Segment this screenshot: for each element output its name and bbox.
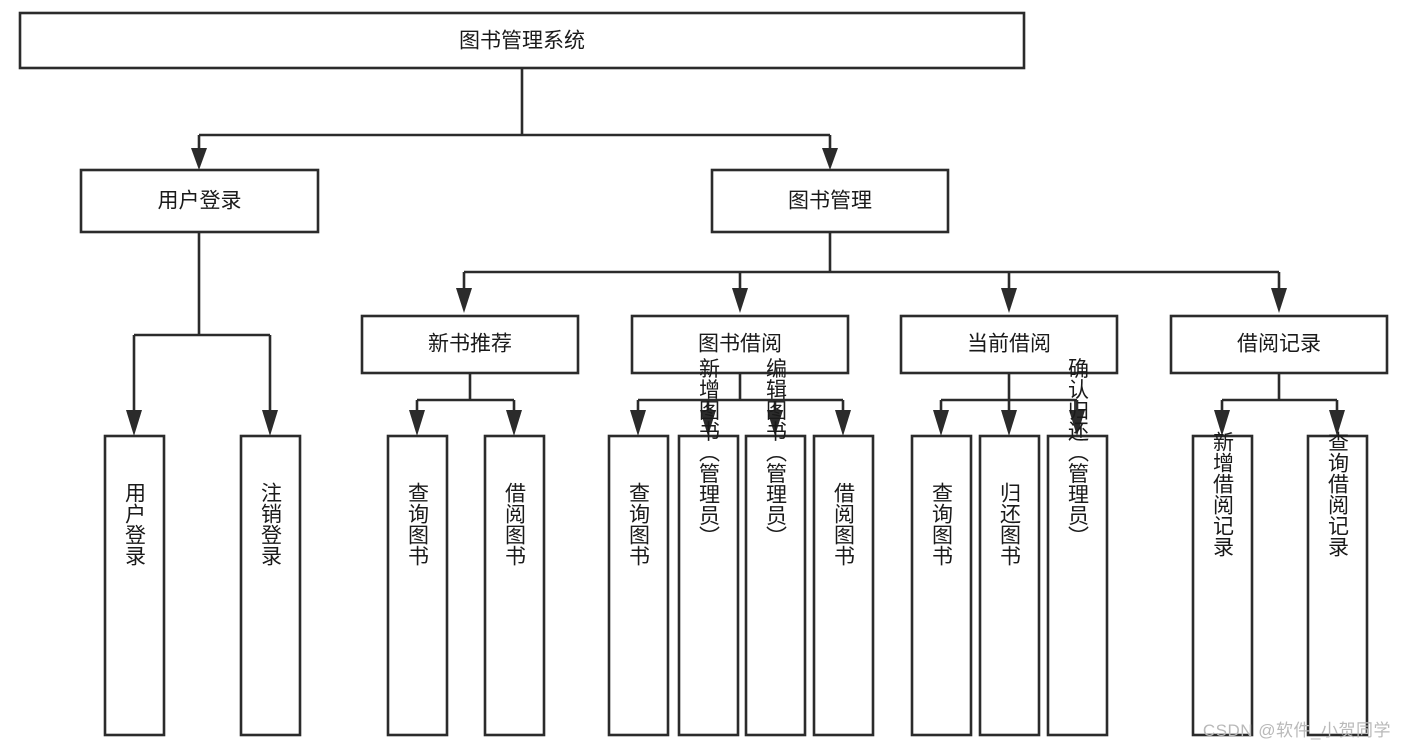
node-leaf-query-book-3-label: 查询图书 <box>930 482 954 566</box>
node-book-borrow-box[interactable] <box>630 314 850 375</box>
connectors-borrow-record-to-leaves <box>1214 373 1345 436</box>
node-leaf-edit-book-label: 编辑图书（管理员） <box>764 358 788 547</box>
node-leaf-query-book-1-box[interactable] <box>386 434 449 737</box>
node-leaf-query-book-1[interactable]: 查询图书 <box>386 434 449 737</box>
node-book-manage-box[interactable] <box>710 168 950 234</box>
node-leaf-query-book-3[interactable]: 查询图书 <box>910 434 973 737</box>
node-new-book-rec-label: 新书推荐 <box>428 333 512 356</box>
node-leaf-user-login[interactable]: 用户登录 <box>103 434 166 737</box>
arrow-icon-book-manage <box>822 148 838 170</box>
node-book-manage-label: 图书管理 <box>788 190 872 213</box>
node-borrow-record[interactable]: 借阅记录 <box>1169 314 1389 375</box>
node-leaf-add-book-box[interactable] <box>677 434 740 737</box>
arrow-icon-leaf-query-book-2 <box>630 410 646 436</box>
node-user-login-box[interactable] <box>79 168 320 234</box>
arrow-icon-new-book-rec <box>456 288 472 313</box>
arrow-icon-leaf-user-login <box>126 410 142 436</box>
node-leaf-borrow-book-1[interactable]: 借阅图书 <box>483 434 546 737</box>
node-leaf-confirm-return-label: 确认归还（管理员） <box>1066 358 1090 547</box>
node-leaf-add-book-label: 新增图书（管理员） <box>697 358 721 547</box>
connectors-current-borrow-to-leaves <box>933 373 1085 436</box>
node-leaf-query-record-box[interactable] <box>1306 434 1369 737</box>
node-leaf-logout-box[interactable] <box>239 434 302 737</box>
arrow-icon-leaf-edit-book <box>767 410 783 436</box>
arrow-icon-borrow-record <box>1271 288 1287 313</box>
arrow-icon-leaf-add-record <box>1214 410 1230 436</box>
node-leaf-user-login-box[interactable] <box>103 434 166 737</box>
connectors-book-manage-to-level3 <box>456 232 1287 313</box>
node-leaf-borrow-book-2[interactable]: 借阅图书 <box>812 434 875 737</box>
arrow-icon-current-borrow <box>1001 288 1017 313</box>
node-borrow-record-box[interactable] <box>1169 314 1389 375</box>
arrow-icon-leaf-confirm-return <box>1069 410 1085 436</box>
node-current-borrow-label: 当前借阅 <box>967 333 1051 356</box>
node-leaf-query-record[interactable]: 查询借阅记录 <box>1306 431 1369 737</box>
node-new-book-rec[interactable]: 新书推荐 <box>360 314 580 375</box>
connectors-new-book-rec-to-leaves <box>409 373 522 436</box>
node-leaf-query-book-3-box[interactable] <box>910 434 973 737</box>
arrow-icon-user-login <box>191 148 207 170</box>
node-leaf-edit-book-box[interactable] <box>744 434 807 737</box>
arrow-icon-leaf-query-book-3 <box>933 410 949 436</box>
node-book-manage[interactable]: 图书管理 <box>710 168 950 234</box>
node-leaf-borrow-book-1-box[interactable] <box>483 434 546 737</box>
node-leaf-query-book-2[interactable]: 查询图书 <box>607 434 670 737</box>
node-leaf-return-book[interactable]: 归还图书 <box>978 434 1041 737</box>
arrow-icon-book-borrow <box>732 288 748 313</box>
node-leaf-borrow-book-1-label: 借阅图书 <box>503 482 527 566</box>
node-root[interactable]: 图书管理系统 <box>18 11 1026 70</box>
arrow-icon-leaf-add-book <box>700 410 716 436</box>
arrow-icon-leaf-query-record <box>1329 410 1345 436</box>
node-root-label: 图书管理系统 <box>459 30 585 53</box>
node-leaf-return-book-label: 归还图书 <box>998 482 1022 566</box>
node-book-borrow[interactable]: 图书借阅 <box>630 314 850 375</box>
node-book-borrow-label: 图书借阅 <box>698 333 782 356</box>
node-current-borrow[interactable]: 当前借阅 <box>899 314 1119 375</box>
arrow-icon-leaf-query-book-1 <box>409 410 425 436</box>
arrow-icon-leaf-return-book <box>1001 410 1017 436</box>
node-root-box[interactable] <box>18 11 1026 70</box>
node-new-book-rec-box[interactable] <box>360 314 580 375</box>
node-current-borrow-box[interactable] <box>899 314 1119 375</box>
node-user-login-label: 用户登录 <box>158 190 242 213</box>
connectors-root-to-level2 <box>191 68 838 170</box>
node-leaf-query-book-2-label: 查询图书 <box>627 482 651 566</box>
node-leaf-return-book-box[interactable] <box>978 434 1041 737</box>
csdn-watermark: CSDN @软件_小贺同学 <box>1202 721 1391 740</box>
node-user-login[interactable]: 用户登录 <box>79 168 320 234</box>
node-leaf-user-login-label: 用户登录 <box>123 482 147 566</box>
node-leaf-edit-book[interactable]: 编辑图书（管理员） <box>744 358 807 737</box>
arrow-icon-leaf-borrow-book-2 <box>835 410 851 436</box>
node-leaf-add-book[interactable]: 新增图书（管理员） <box>677 358 740 737</box>
node-leaf-query-record-label: 查询借阅记录 <box>1326 431 1350 557</box>
node-leaf-borrow-book-2-box[interactable] <box>812 434 875 737</box>
node-leaf-borrow-book-2-label: 借阅图书 <box>832 482 856 566</box>
connectors-user-login-to-leaves <box>126 232 278 436</box>
node-leaf-confirm-return-box[interactable] <box>1046 434 1109 737</box>
node-leaf-logout-label: 注销登录 <box>259 482 283 566</box>
node-leaf-add-record[interactable]: 新增借阅记录 <box>1191 431 1254 737</box>
node-leaf-add-record-label: 新增借阅记录 <box>1211 431 1235 557</box>
node-leaf-logout[interactable]: 注销登录 <box>239 434 302 737</box>
connectors-book-borrow-to-leaves <box>630 373 851 436</box>
node-leaf-confirm-return[interactable]: 确认归还（管理员） <box>1046 358 1109 737</box>
node-leaf-query-book-2-box[interactable] <box>607 434 670 737</box>
node-borrow-record-label: 借阅记录 <box>1237 333 1321 356</box>
arrow-icon-leaf-borrow-book-1 <box>506 410 522 436</box>
node-leaf-add-record-box[interactable] <box>1191 434 1254 737</box>
arrow-icon-leaf-logout <box>262 410 278 436</box>
node-leaf-query-book-1-label: 查询图书 <box>406 482 430 566</box>
